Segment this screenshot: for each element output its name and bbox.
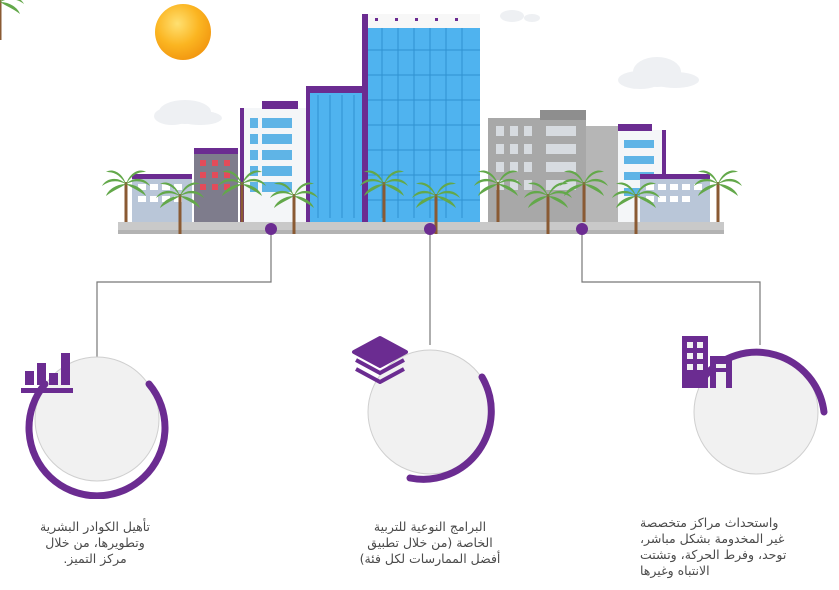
buildings-icon: [682, 336, 732, 388]
connector-lines: [96, 223, 761, 360]
feature-circle: [367, 349, 495, 483]
feature-caption: البرامج النوعية للتربية الخاصة (من خلال …: [359, 519, 501, 566]
feature-caption: تأهيل الكوادر البشرية وتطويرها، من خلال …: [39, 519, 151, 566]
cloud-icon: [500, 10, 540, 22]
cloud-icon: [618, 57, 699, 89]
stacked-layers-icon: [352, 336, 408, 384]
building: [306, 86, 364, 222]
building: [488, 110, 586, 222]
feature-caption: واستحداث مراكز متخصصة غير المخدومة بشكل …: [640, 515, 787, 578]
palm-tree-icon: [0, 0, 24, 40]
building: [362, 14, 480, 222]
cloud-icon: [154, 100, 222, 125]
bar-chart-icon: [21, 353, 73, 393]
sun-icon: [155, 4, 211, 60]
building: [640, 174, 710, 222]
city-skyline-illustration: [0, 0, 742, 234]
connector-dot: [424, 223, 436, 235]
connector-dot: [265, 223, 277, 235]
feature-specialized-centers: [676, 332, 836, 492]
connector-dot: [576, 223, 588, 235]
feature-human-resources: [17, 339, 177, 499]
feature-special-education: [350, 332, 510, 492]
building: [132, 174, 192, 222]
